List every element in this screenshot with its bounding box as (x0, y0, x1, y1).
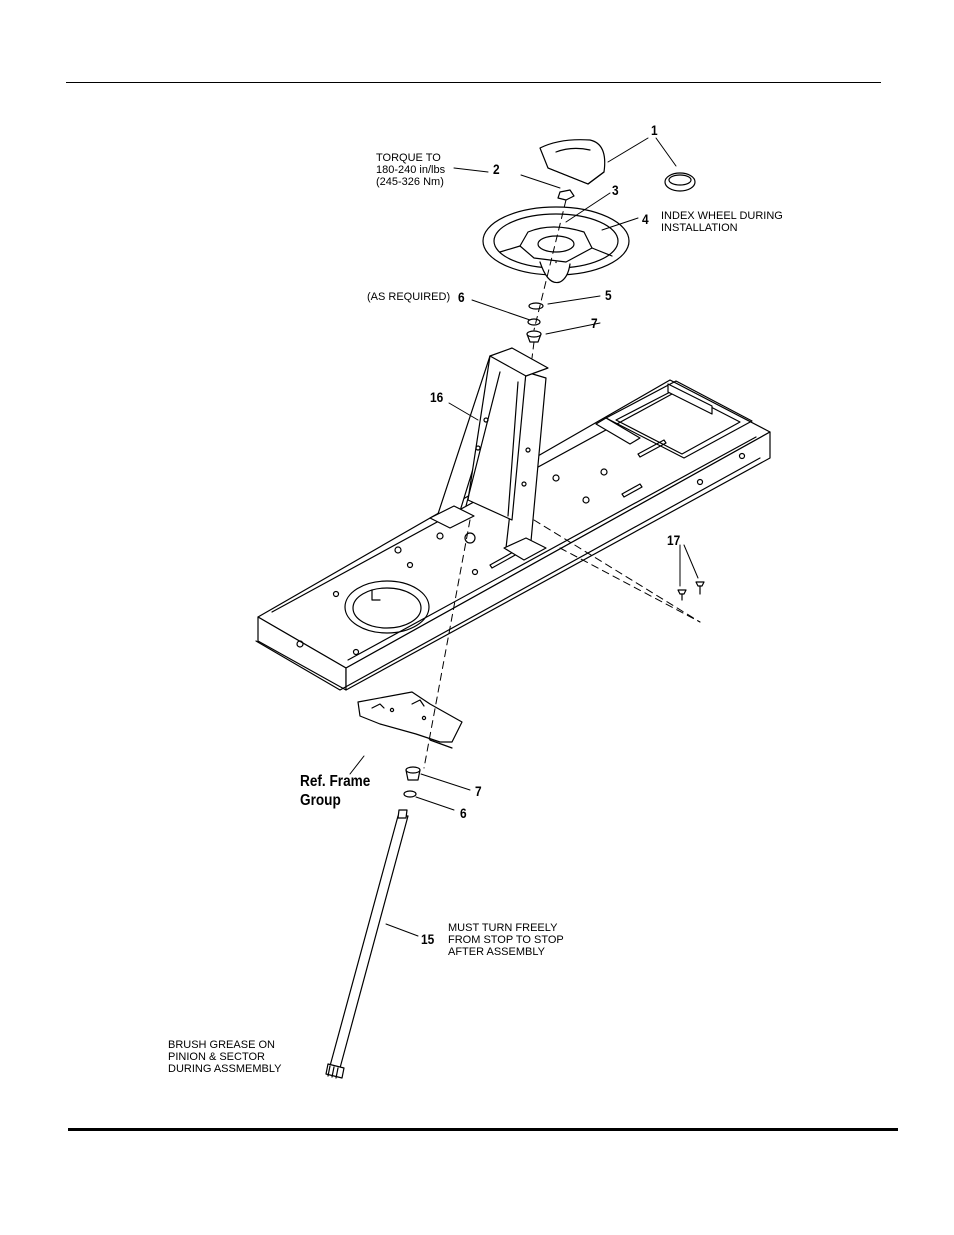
steering-wheel (483, 207, 629, 283)
note-torque: TORQUE TO 180-240 in/lbs (245-326 Nm) (376, 152, 445, 188)
callout-2: 2 (493, 162, 500, 176)
note-index-wheel: INDEX WHEEL DURING INSTALLATION (661, 210, 783, 234)
callout-1: 1 (651, 123, 658, 137)
callout-6-lower: 6 (460, 806, 467, 820)
steering-shaft (326, 810, 408, 1078)
callout-4: 4 (642, 212, 649, 226)
upper-bushings (527, 303, 543, 342)
note-turn-freely: MUST TURN FREELY FROM STOP TO STOP AFTER… (448, 922, 564, 958)
callout-5: 5 (605, 288, 612, 302)
ref-frame-group-label: Ref. Frame Group (300, 772, 370, 810)
callout-16: 16 (430, 390, 443, 404)
callout-17: 17 (667, 533, 680, 547)
lower-bushings (404, 767, 420, 797)
callout-7-lower: 7 (475, 784, 482, 798)
callout-15: 15 (421, 932, 434, 946)
callout-7-upper: 7 (591, 316, 598, 330)
note-brush-grease: BRUSH GREASE ON PINION & SECTOR DURING A… (168, 1039, 282, 1075)
note-as-required: (AS REQUIRED) (367, 291, 450, 303)
callout-6-upper: 6 (458, 290, 465, 304)
callout-3: 3 (612, 183, 619, 197)
frame-bracket (358, 692, 462, 748)
screws (678, 582, 704, 600)
